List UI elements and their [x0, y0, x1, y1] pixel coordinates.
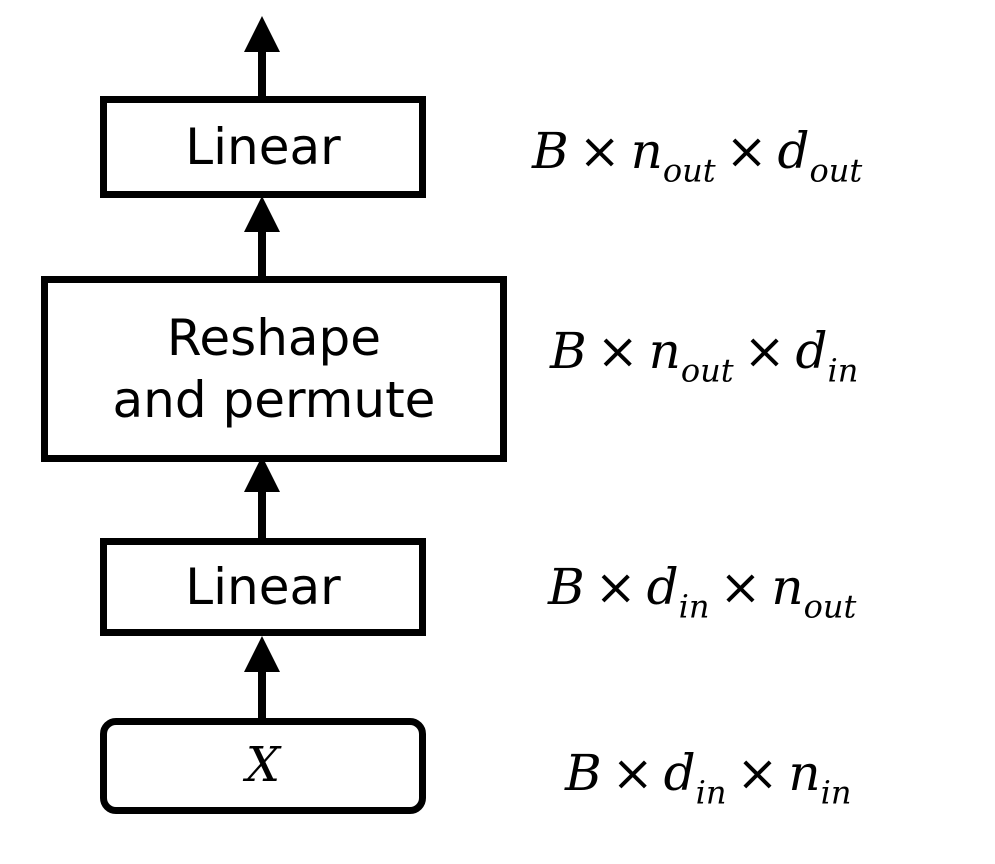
- shape-label-reshape: B×nout×din: [550, 322, 859, 390]
- shape-label-linear-1: B×din×nout: [548, 558, 857, 626]
- shape-label-output: B×nout×dout: [532, 122, 863, 190]
- linear-box-2: Linear: [100, 96, 426, 198]
- shape-label-input: B×din×nin: [565, 744, 852, 812]
- reshape-permute-label: Reshape and permute: [112, 309, 436, 429]
- linear-box-1: Linear: [100, 538, 426, 636]
- linear-label-1: Linear: [185, 558, 341, 616]
- input-box: X: [100, 718, 426, 814]
- reshape-permute-box: Reshape and permute: [41, 276, 507, 462]
- input-label: X: [245, 737, 281, 794]
- linear-label-2: Linear: [185, 118, 341, 176]
